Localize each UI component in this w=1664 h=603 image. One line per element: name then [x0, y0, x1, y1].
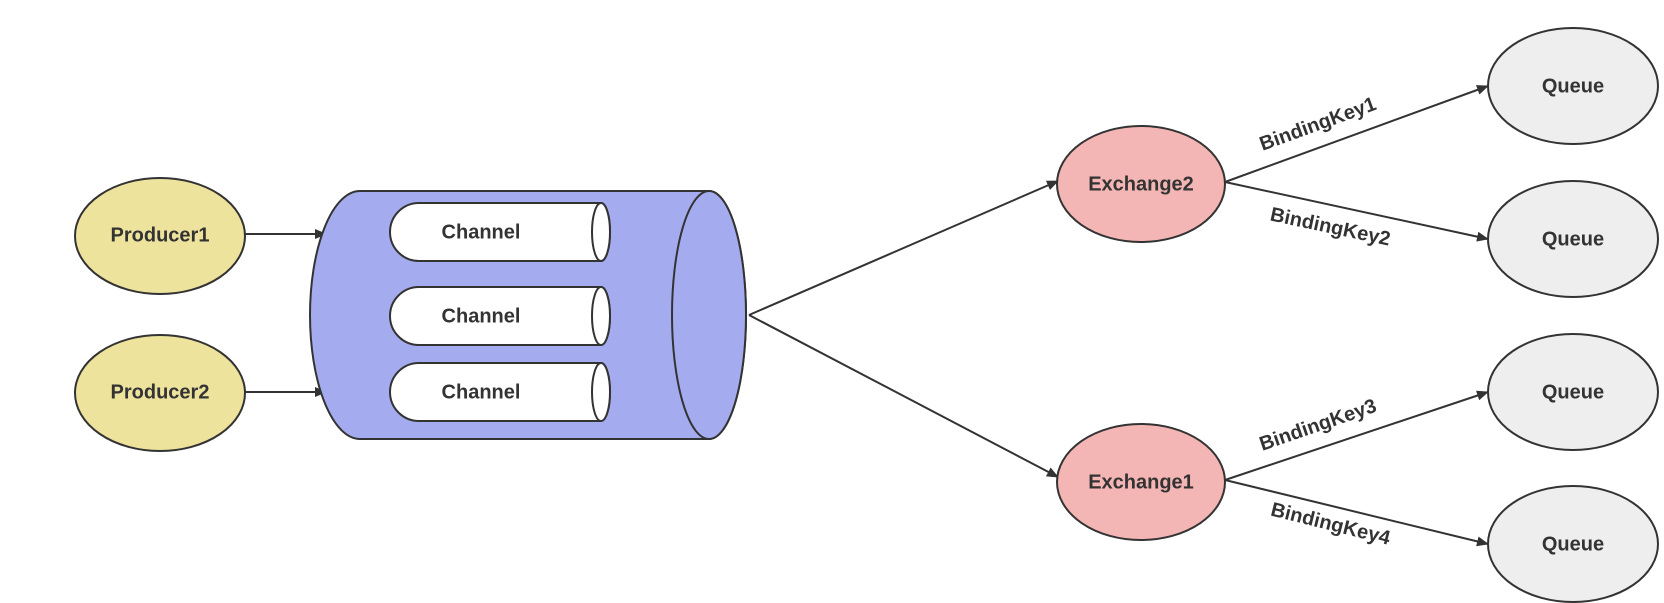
binding-3-label: BindingKey3: [1257, 395, 1380, 456]
channel-2: Channel: [389, 286, 611, 346]
exchange-2-label: Exchange2: [1088, 173, 1194, 195]
queue-3-shape: [1487, 333, 1659, 451]
channel-3-label: Channel: [442, 381, 521, 403]
queue-2: Queue: [1487, 180, 1659, 298]
producer-2-label: Producer2: [111, 381, 210, 403]
channel-3-end: [591, 362, 611, 422]
queue-4: Queue: [1487, 485, 1659, 603]
queue-4-label: Queue: [1542, 533, 1604, 555]
binding-2-arrow: [1224, 181, 1489, 242]
channel-2-end: [591, 286, 611, 346]
queue-2-shape: [1487, 180, 1659, 298]
exchange-1: Exchange1: [1056, 423, 1226, 541]
connection-to-exchange2-arrow: [748, 180, 1059, 316]
binding-1-arrow: [1224, 85, 1489, 183]
binding-4-arrow: [1224, 479, 1489, 547]
connection-to-exchange1-arrow: [748, 314, 1059, 478]
exchange-2-shape: [1056, 125, 1226, 243]
connection-cylinder-end: [671, 190, 747, 440]
queue-1-label: Queue: [1542, 75, 1604, 97]
producer-1-label: Producer1: [111, 224, 210, 246]
queue-2-label: Queue: [1542, 228, 1604, 250]
channel-2-label: Channel: [442, 305, 521, 327]
channel-3: Channel: [389, 362, 611, 422]
channel-1: Channel: [389, 202, 611, 262]
channel-1-end: [591, 202, 611, 262]
channel-1-label: Channel: [442, 221, 521, 243]
queue-1-shape: [1487, 27, 1659, 145]
queue-4-shape: [1487, 485, 1659, 603]
queue-1: Queue: [1487, 27, 1659, 145]
exchange-1-label: Exchange1: [1088, 471, 1194, 493]
binding-3-arrow: [1224, 390, 1489, 481]
exchange-2: Exchange2: [1056, 125, 1226, 243]
queue-3-label: Queue: [1542, 381, 1604, 403]
binding-2-label: BindingKey2: [1268, 204, 1392, 251]
queue-3: Queue: [1487, 333, 1659, 451]
exchange-1-shape: [1056, 423, 1226, 541]
producer-1-shape: [74, 177, 246, 295]
binding-1-label: BindingKey1: [1257, 93, 1379, 155]
producer-2: Producer2: [74, 334, 246, 452]
producer-1: Producer1: [74, 177, 246, 295]
